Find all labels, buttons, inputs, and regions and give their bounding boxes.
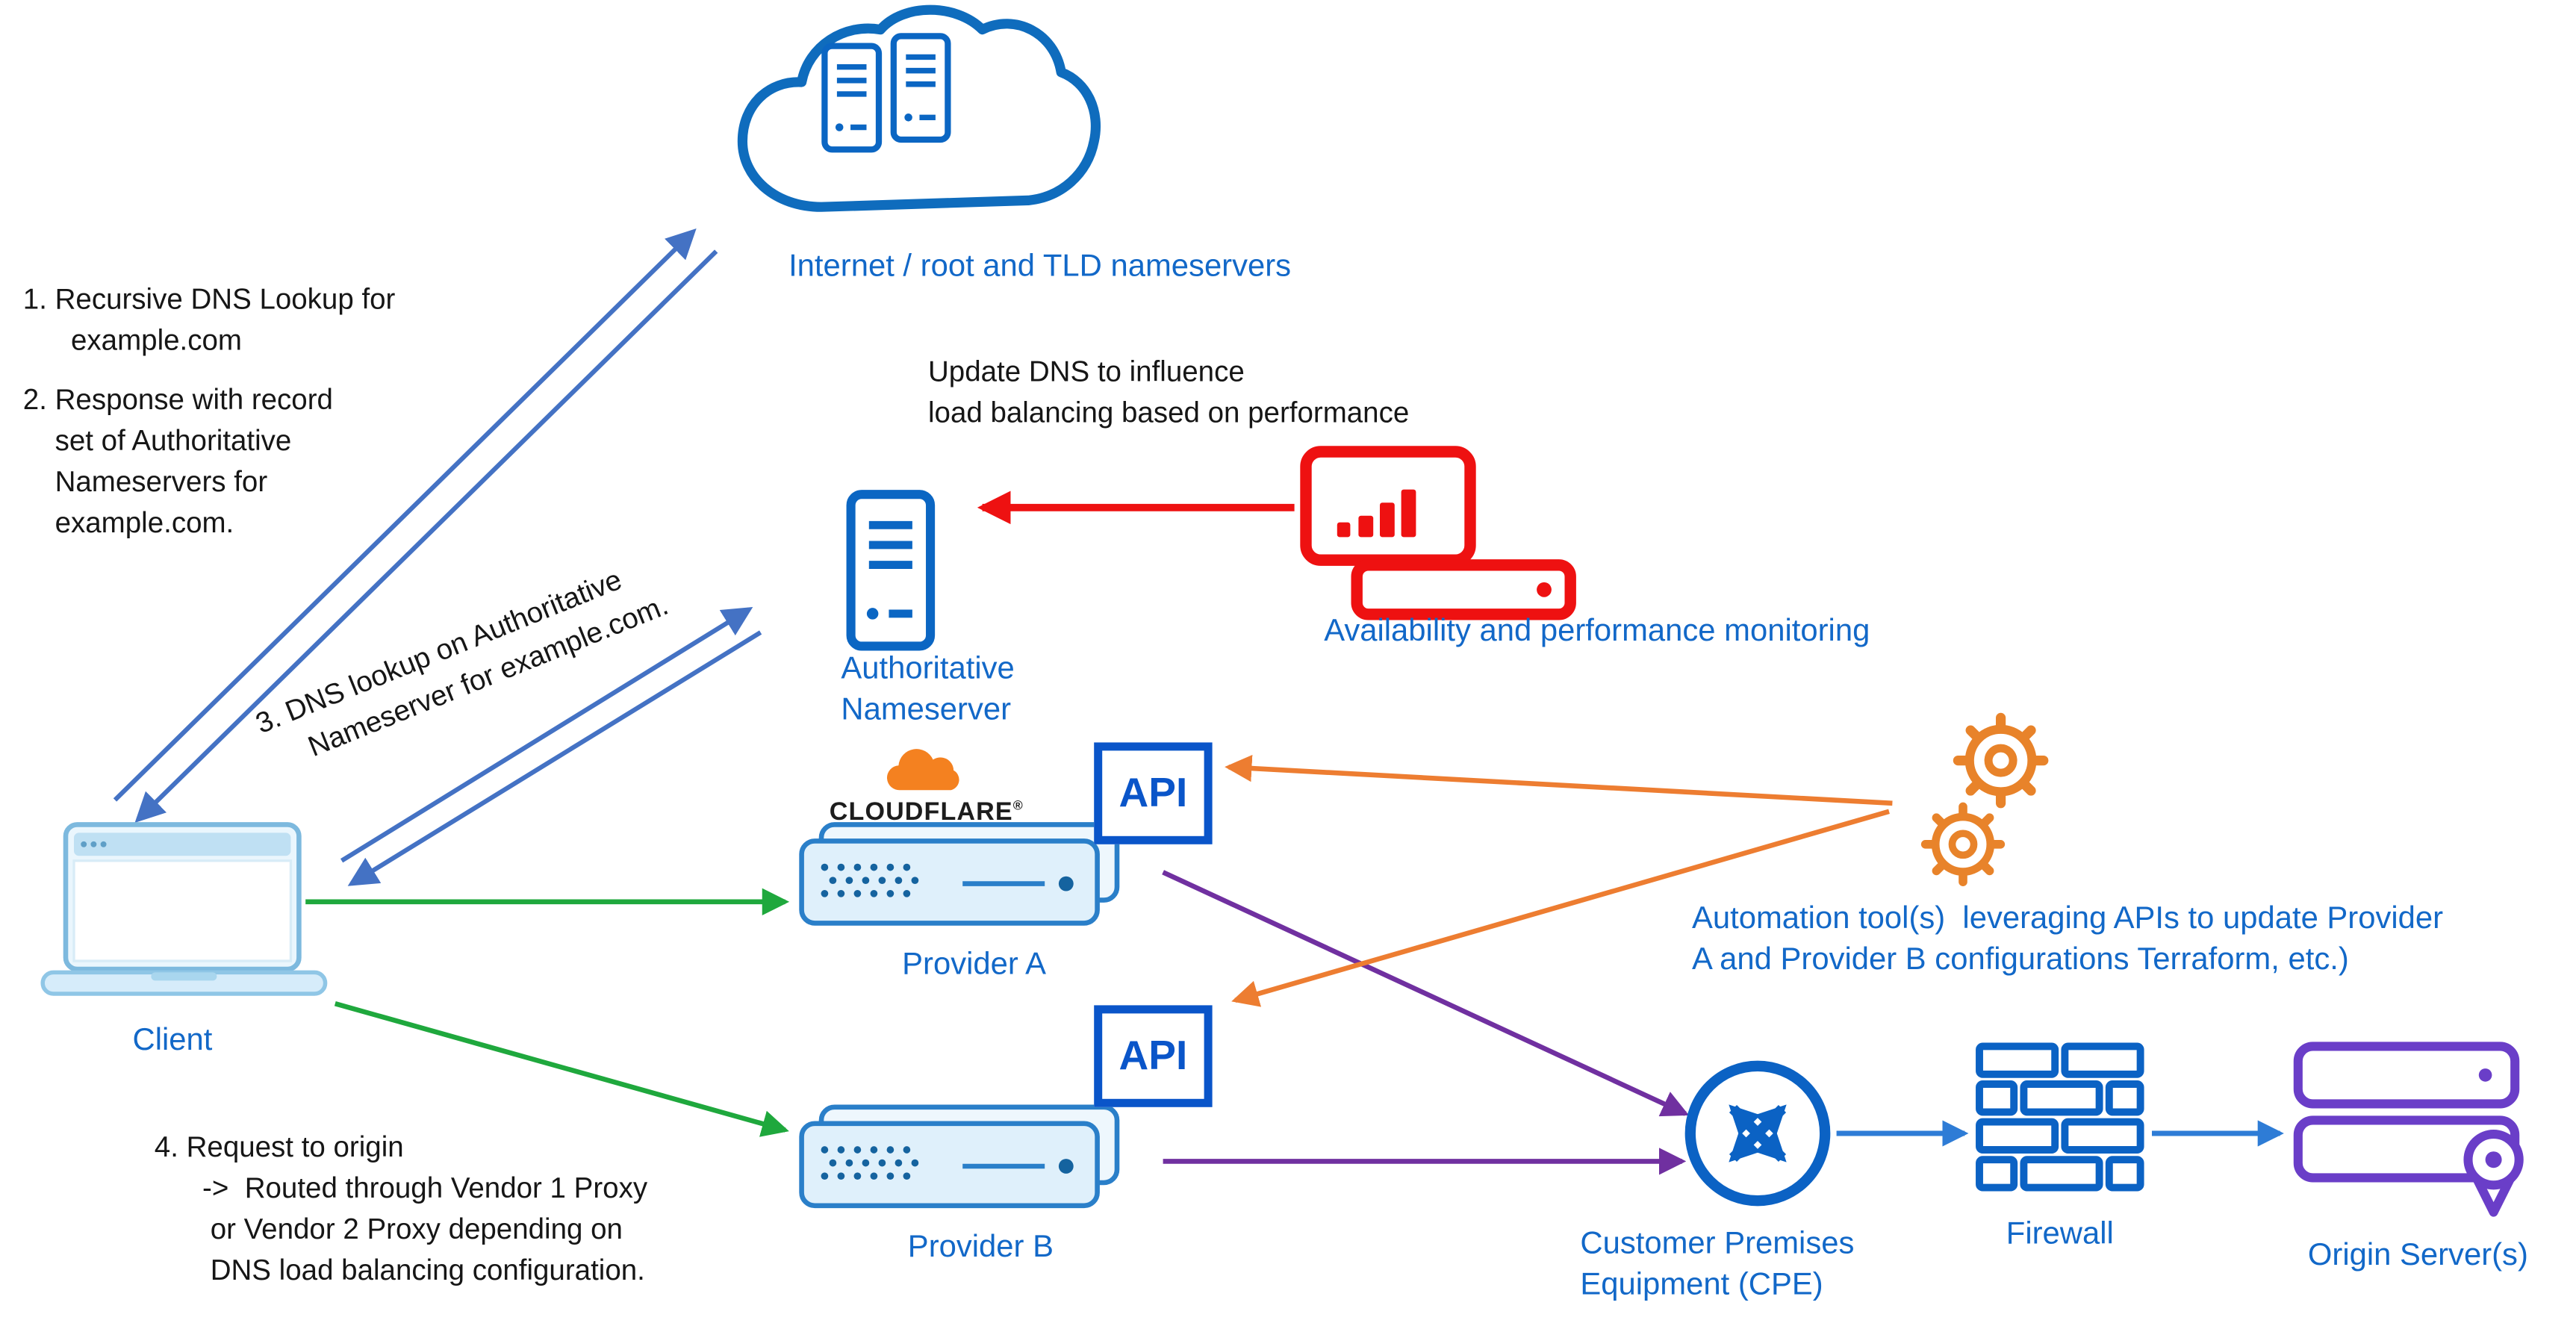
provider-a-api-label: API — [1119, 769, 1188, 816]
update-dns-annotation: Update DNS to influence load balancing b… — [928, 355, 1410, 429]
arrow-automation-to-provider-a-api — [1225, 754, 1893, 806]
cloudflare-logo-text: CLOUDFLARE® — [812, 798, 1042, 828]
cpe-label: Customer Premises Equipment (CPE) — [1580, 1227, 1855, 1302]
provider-a-label: Provider A — [902, 947, 1047, 983]
monitoring-label: Availability and performance monitoring — [1324, 614, 1870, 649]
cloudflare-logo-icon — [886, 749, 959, 791]
arrow-client-to-provider-b — [334, 1001, 789, 1137]
provider-b-api-label: API — [1119, 1032, 1188, 1079]
authoritative-nameserver-icon — [843, 488, 945, 659]
provider-a-appliance-icon — [798, 821, 1127, 936]
firewall-label: Firewall — [2006, 1217, 2114, 1252]
firewall-icon — [1976, 1042, 2144, 1192]
cloudflare-reg-mark: ® — [1012, 798, 1024, 813]
authoritative-nameserver-label: Authoritative Nameserver — [841, 652, 1015, 727]
client-label: Client — [132, 1023, 213, 1058]
step2-annotation: 2. Response with record set of Authorita… — [22, 382, 333, 538]
origin-servers-icon — [2293, 1042, 2524, 1217]
step1-annotation: 1. Recursive DNS Lookup for example.com — [22, 282, 396, 357]
automation-gears-icon — [1912, 706, 2109, 903]
provider-b-label: Provider B — [907, 1230, 1054, 1265]
cpe-router-icon — [1684, 1060, 1831, 1207]
provider-b-appliance-icon — [798, 1104, 1127, 1218]
origin-servers-label: Origin Server(s) — [2307, 1238, 2528, 1273]
arrow-provider-a-to-cpe — [1162, 870, 1690, 1117]
step4-annotation: 4. Request to origin -> Routed through V… — [154, 1130, 648, 1286]
internet-cloud-icon — [737, 4, 1101, 212]
cloudflare-wordmark: CLOUDFLARE — [829, 798, 1013, 827]
provider-a-api-box: API — [1094, 742, 1213, 844]
automation-label: Automation tool(s) leveraging APIs to up… — [1692, 901, 2444, 977]
client-laptop-icon — [40, 822, 328, 996]
provider-b-api-box: API — [1094, 1005, 1213, 1107]
internet-label: Internet / root and TLD nameservers — [788, 249, 1292, 284]
monitoring-icon — [1300, 446, 1576, 620]
